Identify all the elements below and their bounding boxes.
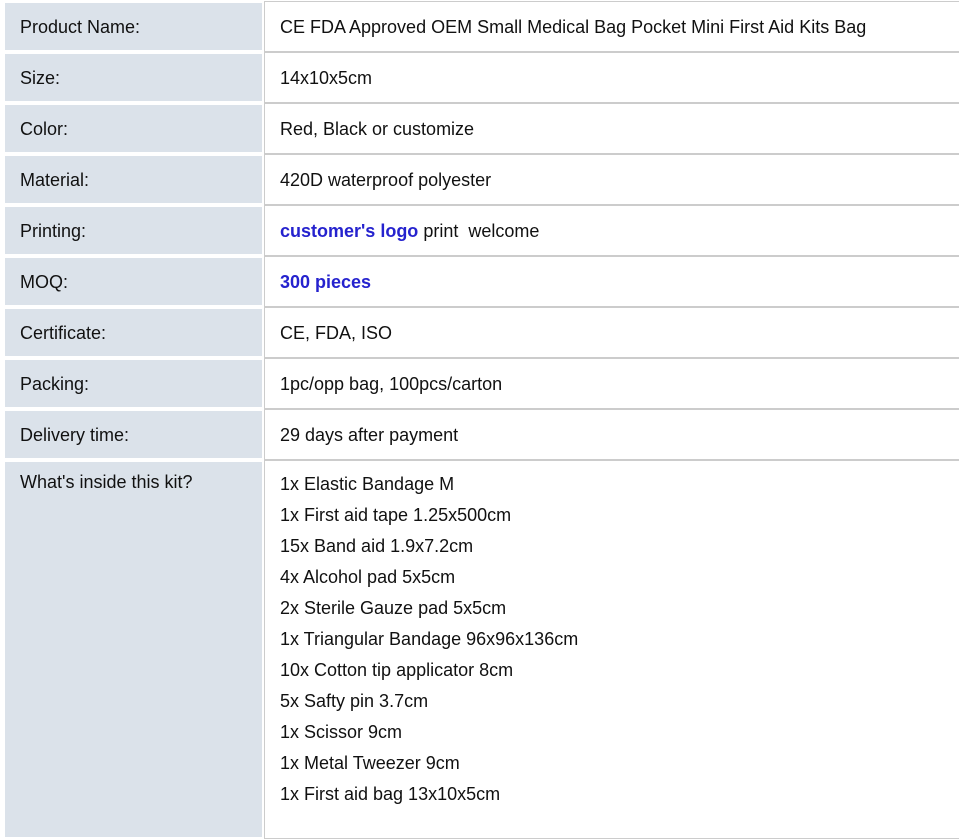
spec-label-cell: Certificate:	[3, 307, 264, 358]
spec-label-cell: Packing:	[3, 358, 264, 409]
kit-contents-item: 15x Band aid 1.9x7.2cm	[280, 536, 474, 556]
spec-label-cell: Material:	[3, 154, 264, 205]
kit-contents-item: 1x Metal Tweezer 9cm	[280, 753, 460, 773]
spec-value-text: 420D waterproof polyester	[280, 169, 492, 190]
spec-label: MOQ:	[20, 271, 68, 292]
spec-value-cell: 1x Elastic Bandage M 1x First aid tape 1.…	[264, 460, 959, 839]
spec-value-text: CE, FDA, ISO	[280, 322, 393, 343]
spec-value-cell: 1pc/opp bag, 100pcs/carton	[264, 358, 959, 409]
spec-label-cell: MOQ:	[3, 256, 264, 307]
spec-label: Certificate:	[20, 322, 107, 343]
kit-contents-item: 2x Sterile Gauze pad 5x5cm	[280, 598, 507, 618]
spec-label-cell: Color:	[3, 103, 264, 154]
spec-value-highlight: 300 pieces	[280, 271, 372, 292]
spec-label: Printing:	[20, 220, 87, 241]
kit-contents-item: 5x Safty pin 3.7cm	[280, 691, 429, 711]
spec-value-cell: CE FDA Approved OEM Small Medical Bag Po…	[264, 1, 959, 52]
kit-contents-item: 10x Cotton tip applicator 8cm	[280, 660, 514, 680]
spec-label-cell: What's inside this kit?	[3, 460, 264, 839]
spec-label: Size:	[20, 67, 61, 88]
kit-contents-item: 1x First aid bag 13x10x5cm	[280, 784, 501, 804]
spec-value-cell: 29 days after payment	[264, 409, 959, 460]
spec-value-highlight: customer's logo	[280, 220, 419, 241]
spec-value-cell: CE, FDA, ISO	[264, 307, 959, 358]
spec-label: What's inside this kit?	[20, 472, 193, 492]
kit-contents-item: 1x Elastic Bandage M	[280, 474, 455, 494]
spec-value-text: 14x10x5cm	[280, 67, 373, 88]
product-spec-table: Product Name: CE FDA Approved OEM Small M…	[3, 1, 959, 839]
kit-contents-item: 1x First aid tape 1.25x500cm	[280, 505, 512, 525]
spec-value-text: 1pc/opp bag, 100pcs/carton	[280, 373, 503, 394]
spec-value-cell: Red, Black or customize	[264, 103, 959, 154]
spec-label-cell: Product Name:	[3, 1, 264, 52]
kit-contents-item: 4x Alcohol pad 5x5cm	[280, 567, 456, 587]
spec-label: Delivery time:	[20, 424, 130, 445]
spec-label-cell: Delivery time:	[3, 409, 264, 460]
kit-contents-item: 1x Triangular Bandage 96x96x136cm	[280, 629, 579, 649]
spec-label: Color:	[20, 118, 69, 139]
kit-contents-list: 1x Elastic Bandage M 1x First aid tape 1.…	[280, 469, 578, 810]
spec-value-cell: customer's logo print welcome	[264, 205, 959, 256]
spec-label: Material:	[20, 169, 90, 190]
spec-value-cell: 14x10x5cm	[264, 52, 959, 103]
spec-value-cell: 420D waterproof polyester	[264, 154, 959, 205]
spec-value-cell: 300 pieces	[264, 256, 959, 307]
spec-label-cell: Size:	[3, 52, 264, 103]
spec-value-text: Red, Black or customize	[280, 118, 475, 139]
spec-label: Packing:	[20, 373, 90, 394]
kit-contents-item: 1x Scissor 9cm	[280, 722, 403, 742]
spec-label: Product Name:	[20, 16, 141, 37]
spec-value-text: CE FDA Approved OEM Small Medical Bag Po…	[280, 16, 867, 37]
spec-value-text: print welcome	[418, 220, 540, 241]
spec-label-cell: Printing:	[3, 205, 264, 256]
spec-value-text: 29 days after payment	[280, 424, 459, 445]
